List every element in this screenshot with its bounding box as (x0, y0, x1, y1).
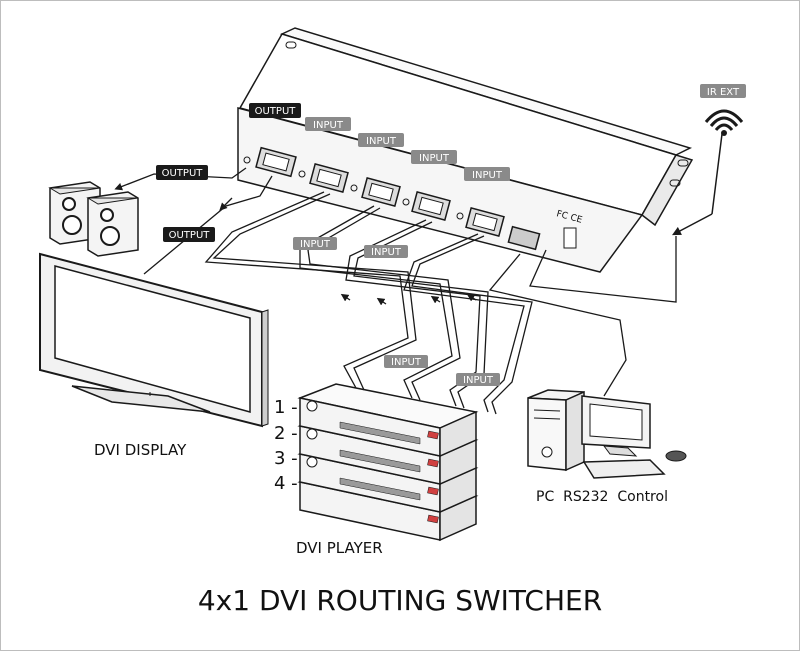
player-number-2: 2 - (274, 423, 298, 444)
player-number-3: 3 - (274, 448, 298, 469)
switcher-input-tag-4: INPUT (464, 167, 510, 181)
switcher-output-tag: OUTPUT (249, 103, 301, 118)
switcher-input-tag-3: INPUT (411, 150, 457, 164)
dvi-player-caption: DVI PLAYER (296, 539, 383, 557)
diagram-title: 4x1 DVI ROUTING SWITCHER (198, 584, 602, 617)
ir-ext-tag: IR EXT (700, 84, 746, 98)
cable-input-label-2: INPUT (371, 247, 402, 258)
switcher-input-label-4: INPUT (472, 170, 503, 181)
player-number-4: 4 - (274, 473, 298, 494)
switcher-input-tag-1: INPUT (305, 117, 351, 131)
dvi-display (39, 252, 269, 428)
ir-receiver (672, 109, 744, 236)
display-output-label: OUTPUT (169, 230, 211, 241)
switcher-output-label: OUTPUT (255, 106, 297, 117)
dvi-display-caption: DVI DISPLAY (94, 441, 187, 459)
cable-input-label-3: INPUT (391, 357, 422, 368)
cable-input-tag-1: INPUT (293, 237, 337, 250)
rs232-port (507, 225, 541, 251)
dvi-port-input-4 (465, 207, 505, 237)
ir-ext-label: IR EXT (707, 87, 740, 98)
cable-input-tag-2: INPUT (364, 245, 408, 258)
cables (114, 167, 677, 415)
cable-input-label-4: INPUT (463, 375, 494, 386)
speaker-output-tag: OUTPUT (156, 165, 208, 180)
dvi-port-input-2 (361, 177, 401, 207)
pc-computer (527, 389, 687, 479)
dvi-port-input-3 (411, 191, 451, 221)
switcher-input-label-2: INPUT (366, 136, 397, 147)
cable-input-label-1: INPUT (300, 239, 331, 250)
cable-input-tag-4: INPUT (456, 373, 500, 386)
dvi-player-stack (297, 383, 479, 542)
switcher-input-label-1: INPUT (313, 120, 344, 131)
speaker-output-label: OUTPUT (162, 168, 204, 179)
dvi-port-input-1 (309, 163, 349, 193)
switcher-unit: FC CE (237, 27, 694, 273)
player-number-1: 1 - (274, 397, 298, 418)
dvi-port-output (255, 146, 297, 178)
dvi-player-1 (297, 383, 479, 458)
speakers (48, 181, 139, 257)
display-output-tag: OUTPUT (163, 227, 215, 242)
pc-control-caption: PC RS232 Control (536, 489, 668, 505)
switcher-input-label-3: INPUT (419, 153, 450, 164)
switcher-input-tag-2: INPUT (358, 133, 404, 147)
cable-input-tag-3: INPUT (384, 355, 428, 368)
